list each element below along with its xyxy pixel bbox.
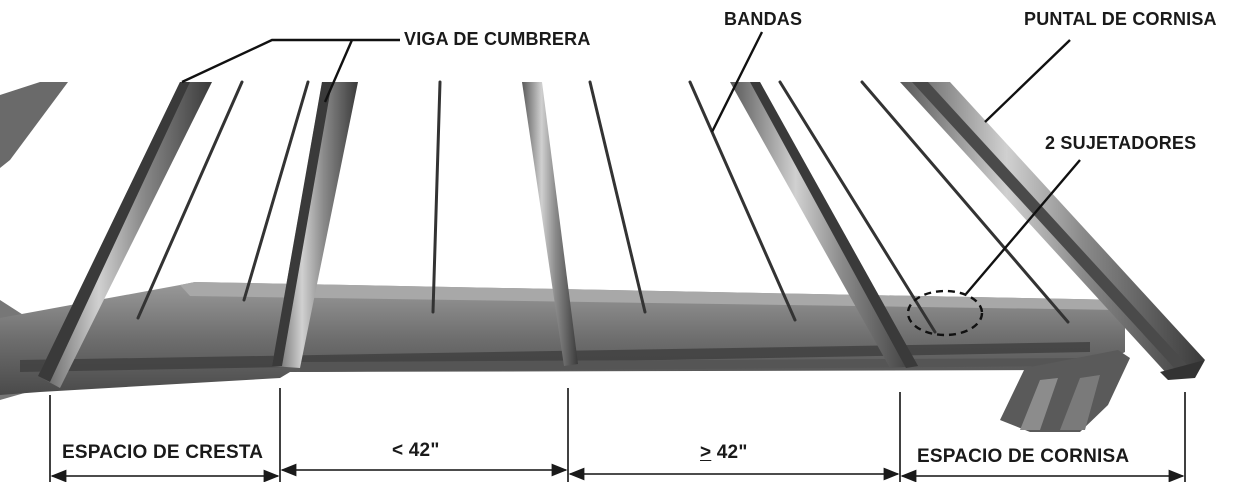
strap-6 bbox=[778, 80, 937, 334]
leader-straps bbox=[710, 31, 764, 133]
rafter-2-ridge bbox=[272, 82, 358, 368]
less-than-value: 42" bbox=[408, 440, 440, 461]
dimension-extension-lines bbox=[49, 388, 1186, 482]
less-than-42-label: < 42" bbox=[392, 440, 440, 462]
eave-space-label: ESPACIO DE CORNISA bbox=[917, 446, 1130, 467]
strap-7 bbox=[860, 80, 1070, 324]
rafter-3 bbox=[522, 82, 578, 366]
rafters bbox=[38, 82, 918, 388]
straps-label: BANDAS bbox=[724, 9, 803, 29]
ridge-space-label: ESPACIO DE CRESTA bbox=[62, 442, 264, 463]
fasteners-label: 2 SUJETADORES bbox=[1045, 133, 1197, 153]
eave-column bbox=[1000, 350, 1130, 432]
strap-5 bbox=[688, 80, 797, 322]
eave-strut-label: PUNTAL DE CORNISA bbox=[1024, 9, 1217, 29]
leader-fasteners bbox=[965, 159, 1081, 295]
straps bbox=[136, 80, 1070, 334]
leader-ridge-beam bbox=[181, 38, 400, 84]
leader-eave-strut bbox=[984, 39, 1071, 123]
dimension-arrows bbox=[50, 463, 1185, 482]
greater-equal-42-label: > 42" bbox=[700, 442, 748, 464]
greater-equal-value: 42" bbox=[716, 442, 748, 463]
rafter-4 bbox=[730, 82, 918, 368]
ridge-beam-label: VIGA DE CUMBRERA bbox=[404, 29, 591, 49]
leader-ridge-beam-2 bbox=[323, 39, 354, 103]
rafter-1 bbox=[38, 82, 212, 388]
strap-2 bbox=[242, 80, 310, 302]
greater-equal-symbol: > bbox=[700, 442, 712, 463]
strap-4 bbox=[588, 80, 647, 314]
leader-lines bbox=[181, 31, 1081, 295]
less-than-symbol: < bbox=[392, 440, 404, 461]
eave-strut bbox=[900, 82, 1205, 380]
strap-1 bbox=[136, 80, 244, 320]
strap-3 bbox=[431, 80, 442, 314]
fastener-highlight bbox=[906, 289, 984, 337]
